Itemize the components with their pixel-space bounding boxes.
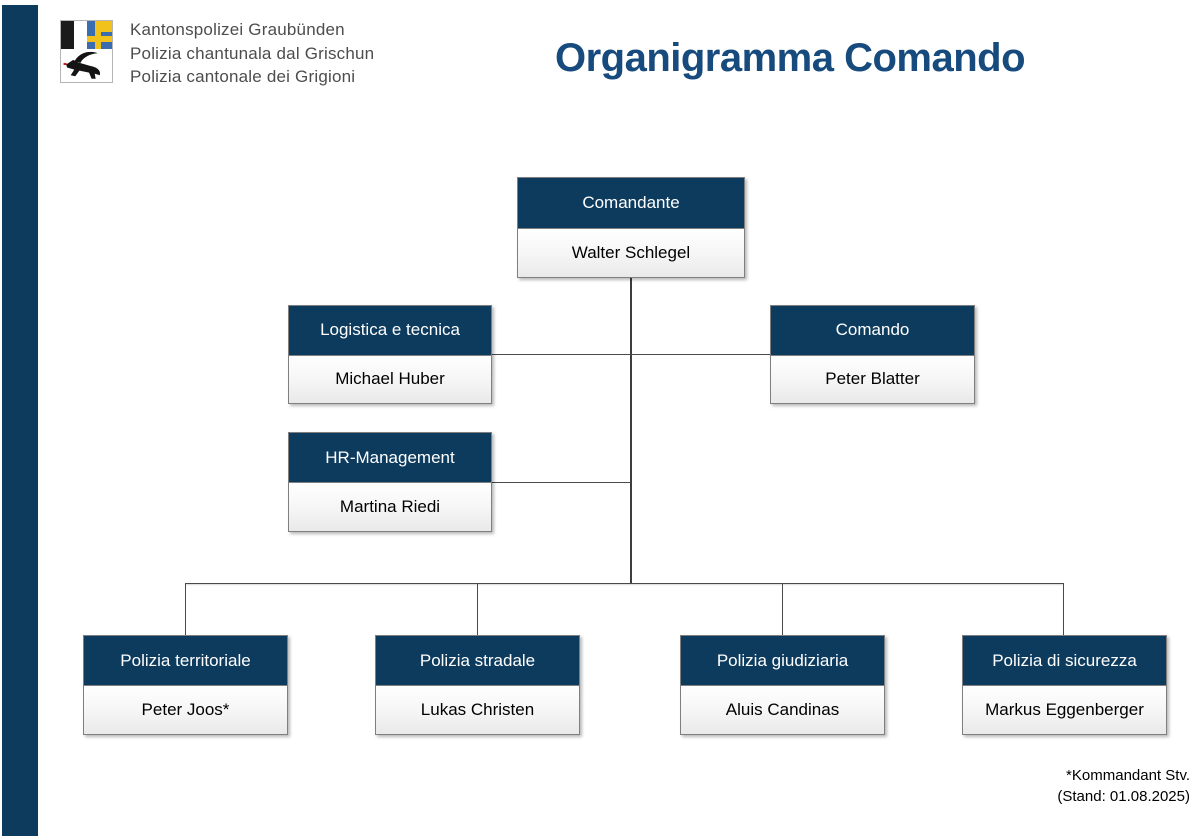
org-node-comandante: Comandante Walter Schlegel — [517, 177, 745, 278]
coat-black-white-quarter — [61, 21, 87, 49]
org-node-role: Comando — [771, 306, 974, 355]
org-node-polizia-territoriale: Polizia territoriale Peter Joos* — [83, 635, 288, 735]
footnote: *Kommandant Stv. (Stand: 01.08.2025) — [1057, 765, 1190, 807]
connector-drop-sicurezza — [1063, 583, 1064, 635]
org-node-role: Polizia giudiziaria — [681, 636, 884, 685]
org-node-person: Walter Schlegel — [518, 227, 744, 277]
org-node-comando: Comando Peter Blatter — [770, 305, 975, 404]
org-node-role: Logistica e tecnica — [289, 306, 491, 355]
org-node-person: Lukas Christen — [376, 685, 579, 734]
org-node-person: Aluis Candinas — [681, 685, 884, 734]
graubuenden-coat-of-arms-icon — [60, 20, 113, 83]
ibex-icon — [61, 49, 112, 82]
coat-upper-quarters — [61, 21, 112, 49]
org-node-role: Polizia di sicurezza — [963, 636, 1166, 685]
org-line-it: Polizia cantonale dei Grigioni — [130, 67, 356, 86]
organization-name-lines: Kantonspolizei Graubünden Polizia chantu… — [130, 18, 374, 89]
connector-hr — [492, 482, 631, 483]
left-accent-bar — [2, 5, 38, 836]
org-node-person: Peter Blatter — [771, 354, 974, 403]
connector-drop-giudiziaria — [782, 583, 783, 635]
org-node-role: Comandante — [518, 178, 744, 228]
org-node-person: Martina Riedi — [289, 482, 491, 531]
connector-drop-territoriale — [185, 583, 186, 635]
page-title: Organigramma Comando — [554, 36, 1026, 80]
org-line-de: Kantonspolizei Graubünden — [130, 20, 345, 39]
org-node-role: Polizia stradale — [376, 636, 579, 685]
org-node-polizia-stradale: Polizia stradale Lukas Christen — [375, 635, 580, 735]
org-node-person: Michael Huber — [289, 354, 491, 403]
org-node-person: Peter Joos* — [84, 685, 287, 734]
org-line-rm: Polizia chantunala dal Grischun — [130, 43, 375, 63]
footnote-deputy: *Kommandant Stv. — [1066, 767, 1190, 784]
org-node-hr-management: HR-Management Martina Riedi — [288, 432, 492, 532]
org-node-role: HR-Management — [289, 433, 491, 482]
connector-distribution — [185, 583, 1064, 584]
connector-vertical-main — [630, 278, 632, 584]
org-node-person: Markus Eggenberger — [963, 685, 1166, 734]
org-node-logistica: Logistica e tecnica Michael Huber — [288, 305, 492, 404]
connector-drop-stradale — [477, 583, 478, 635]
org-node-role: Polizia territoriale — [84, 636, 287, 685]
connector-logistica-comando — [492, 354, 770, 355]
org-node-polizia-giudiziaria: Polizia giudiziaria Aluis Candinas — [680, 635, 885, 735]
coat-cross-quarter — [86, 21, 112, 49]
org-node-polizia-di-sicurezza: Polizia di sicurezza Markus Eggenberger — [962, 635, 1167, 735]
footnote-date: (Stand: 01.08.2025) — [1057, 788, 1190, 805]
